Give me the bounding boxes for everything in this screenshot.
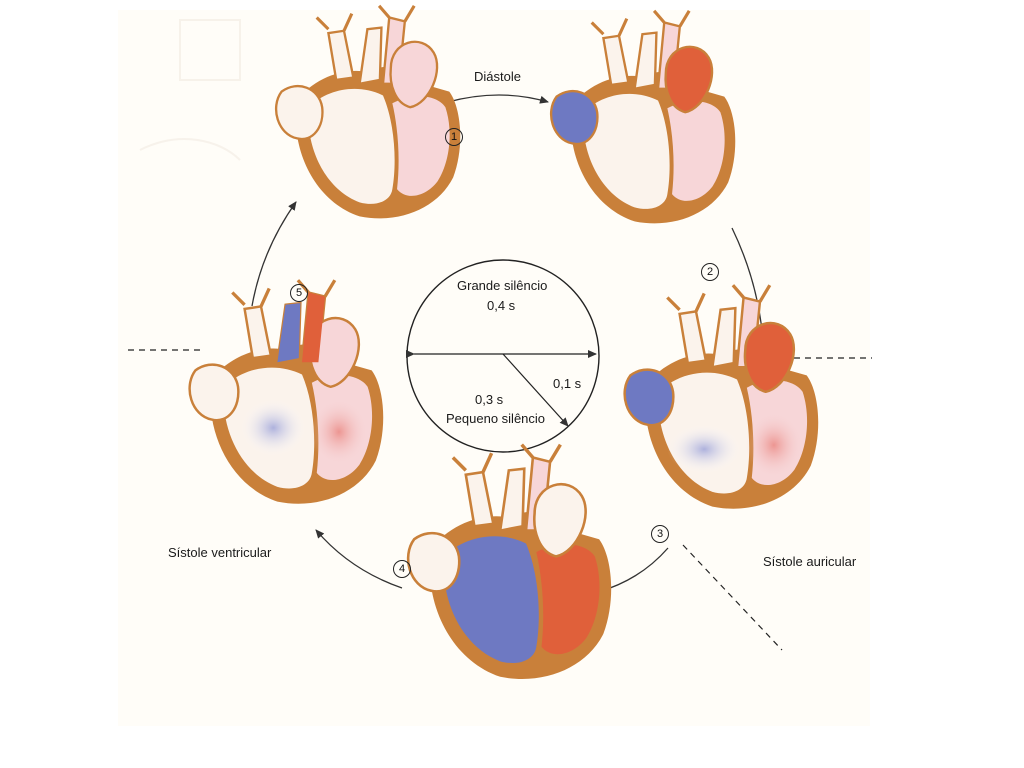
divider-bottom-right (682, 544, 783, 651)
heart-1-diastole (274, 4, 462, 220)
timing-long-silence-label: Grande silêncio (457, 278, 548, 293)
arrow-5-to-1 (251, 201, 297, 307)
step-1: 1 (445, 128, 463, 146)
heart-2-atrial-filling (549, 9, 737, 225)
step-3: 3 (651, 525, 669, 543)
paper-bleed-through (139, 19, 241, 161)
step-5: 5 (290, 284, 308, 302)
heart-3-atrial-systole (622, 283, 820, 511)
label-atrial-systole: Sístole auricular (763, 554, 857, 569)
label-diastole: Diástole (474, 69, 521, 84)
arrow-1-to-2 (447, 94, 549, 104)
step-4: 4 (393, 560, 411, 578)
timing-short-silence-label: Pequeno silêncio (446, 411, 546, 426)
timing-long-silence-value: 0,4 s (487, 298, 516, 313)
heart-4-ventricular-systole (406, 442, 613, 681)
timing-circle (406, 259, 600, 453)
step-2: 2 (701, 263, 719, 281)
arrow-4-to-5 (315, 529, 403, 589)
timing-short-value: 0,1 s (553, 376, 582, 391)
heart-5-ejection (187, 278, 385, 506)
timing-short-silence-value: 0,3 s (475, 392, 504, 407)
label-ventricular-systole: Sístole ventricular (168, 545, 272, 560)
